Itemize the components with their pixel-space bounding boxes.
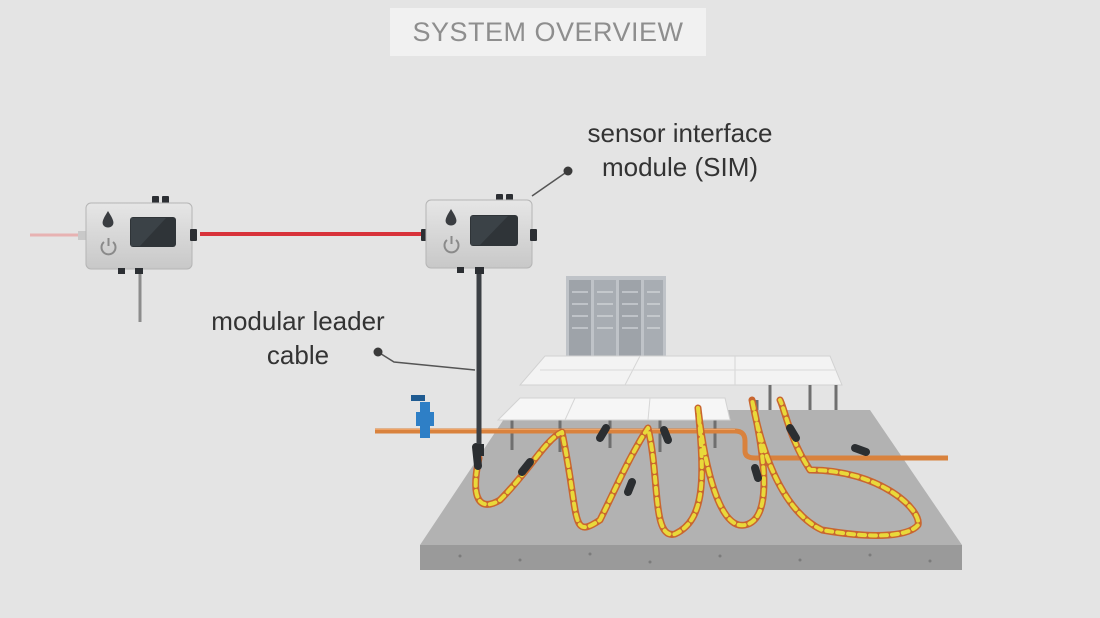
water-pipe [375, 428, 948, 461]
power-icon [443, 236, 460, 254]
sensor-interface-module[interactable] [421, 194, 537, 274]
modular-leader-cable [474, 272, 484, 456]
sim-callout-leader [531, 166, 573, 197]
page-title: SYSTEM OVERVIEW [412, 16, 684, 47]
concrete-slab [420, 410, 962, 570]
water-drop-icon [102, 211, 114, 228]
leader-cable-label: modular leader cable [196, 304, 400, 372]
sim-label-line1: sensor interface [587, 118, 773, 148]
raised-floor-back [518, 355, 843, 432]
server-racks [566, 276, 666, 360]
upstream-sensor-interface-module[interactable] [85, 196, 197, 274]
leader-cable-label-line1: modular leader [211, 306, 385, 336]
raised-floor-front [496, 397, 731, 452]
leader-cable-callout-leader [373, 347, 476, 371]
shutoff-valve [411, 395, 434, 438]
sim-label-line2: module (SIM) [601, 152, 759, 182]
network-cable [30, 231, 422, 240]
power-icon [100, 238, 117, 256]
title-banner: SYSTEM OVERVIEW [390, 8, 706, 56]
leader-cable-label-line2: cable [266, 340, 330, 370]
sim-label: sensor interface module (SIM) [560, 116, 800, 184]
sensing-cable [472, 396, 922, 539]
water-drop-icon [445, 209, 457, 226]
